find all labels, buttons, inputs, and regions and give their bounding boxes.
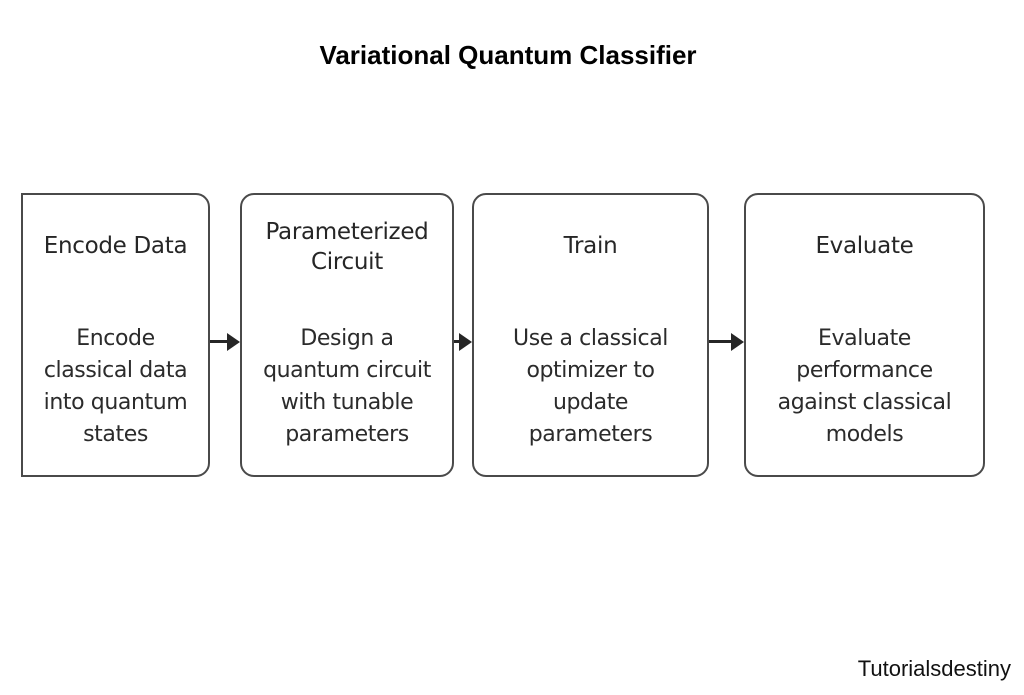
step-title: Parameterized Circuit — [242, 217, 452, 277]
step-title-line: Encode Data — [43, 233, 188, 259]
step-description-line: models — [825, 422, 904, 447]
arrow-right-icon — [454, 333, 472, 351]
step-description: Encode classical data into quantum state… — [23, 323, 208, 451]
step-description: Design a quantum circuit with tunable pa… — [242, 323, 452, 451]
step-description-line: parameters — [285, 422, 409, 447]
step-description-line: Design a — [300, 326, 394, 351]
step-description-line: optimizer to — [526, 358, 655, 383]
step-box-train: Train Use a classical optimizer to updat… — [472, 193, 709, 477]
step-description-line: quantum circuit — [263, 358, 431, 383]
watermark-credit: Tutorialsdestiny — [857, 656, 1011, 681]
step-description-line: into quantum — [43, 390, 188, 415]
step-description-line: Evaluate — [818, 326, 911, 351]
arrow-right-icon — [709, 333, 744, 351]
step-description-line: parameters — [528, 422, 653, 447]
step-title: Evaluate — [746, 231, 983, 261]
step-description-line: Use a classical — [513, 326, 668, 351]
step-description: Use a classical optimizer to update para… — [474, 323, 707, 451]
step-description: Evaluate performance against classical m… — [746, 323, 983, 451]
step-title-line: Train — [563, 233, 618, 259]
step-box-encode-data: Encode Data Encode classical data into q… — [21, 193, 210, 477]
step-description-line: with tunable — [280, 390, 414, 415]
step-description-line: performance — [796, 358, 933, 383]
step-title-line: Parameterized — [265, 219, 429, 245]
arrow-shaft — [454, 340, 460, 343]
diagram-title: Variational Quantum Classifier — [319, 40, 697, 70]
step-description-line: states — [83, 422, 148, 447]
step-title-line: Circuit — [311, 249, 383, 275]
arrow-shaft — [709, 340, 732, 343]
step-description-line: Encode — [76, 326, 155, 351]
step-description-line: against classical — [777, 390, 952, 415]
step-box-parameterized-circuit: Parameterized Circuit Design a quantum c… — [240, 193, 454, 477]
step-title-line: Evaluate — [815, 233, 914, 259]
arrow-head — [227, 333, 240, 351]
arrow-right-icon — [210, 333, 240, 351]
step-box-evaluate: Evaluate Evaluate performance against cl… — [744, 193, 985, 477]
step-description-line: classical data — [43, 358, 188, 383]
arrow-head — [459, 333, 472, 351]
step-title: Train — [474, 231, 707, 261]
step-title: Encode Data — [23, 231, 208, 261]
step-description-line: update — [552, 390, 629, 415]
arrow-head — [731, 333, 744, 351]
arrow-shaft — [210, 340, 228, 343]
